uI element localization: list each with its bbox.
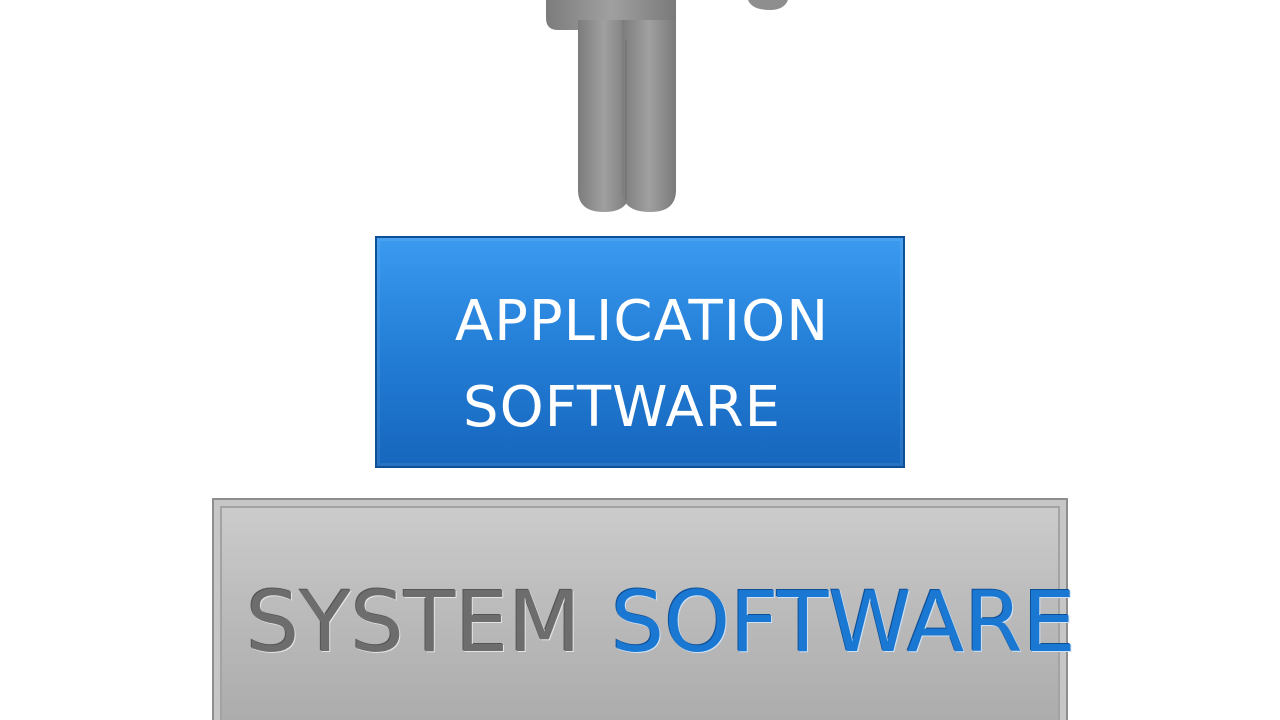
system-software-box: SYSTEM SOFTWARE <box>212 498 1076 720</box>
system-word: SYSTEM <box>246 573 581 671</box>
software-word: SOFTWARE <box>610 573 1076 671</box>
application-software-box: APPLICATION SOFTWARE <box>375 236 905 468</box>
application-label-line1: APPLICATION <box>454 289 830 354</box>
figure-left-leg <box>578 20 630 212</box>
application-label-line2: SOFTWARE <box>463 375 781 440</box>
figure-hand <box>748 0 788 10</box>
person-figure-icon <box>546 0 788 212</box>
figure-right-leg <box>622 20 676 212</box>
